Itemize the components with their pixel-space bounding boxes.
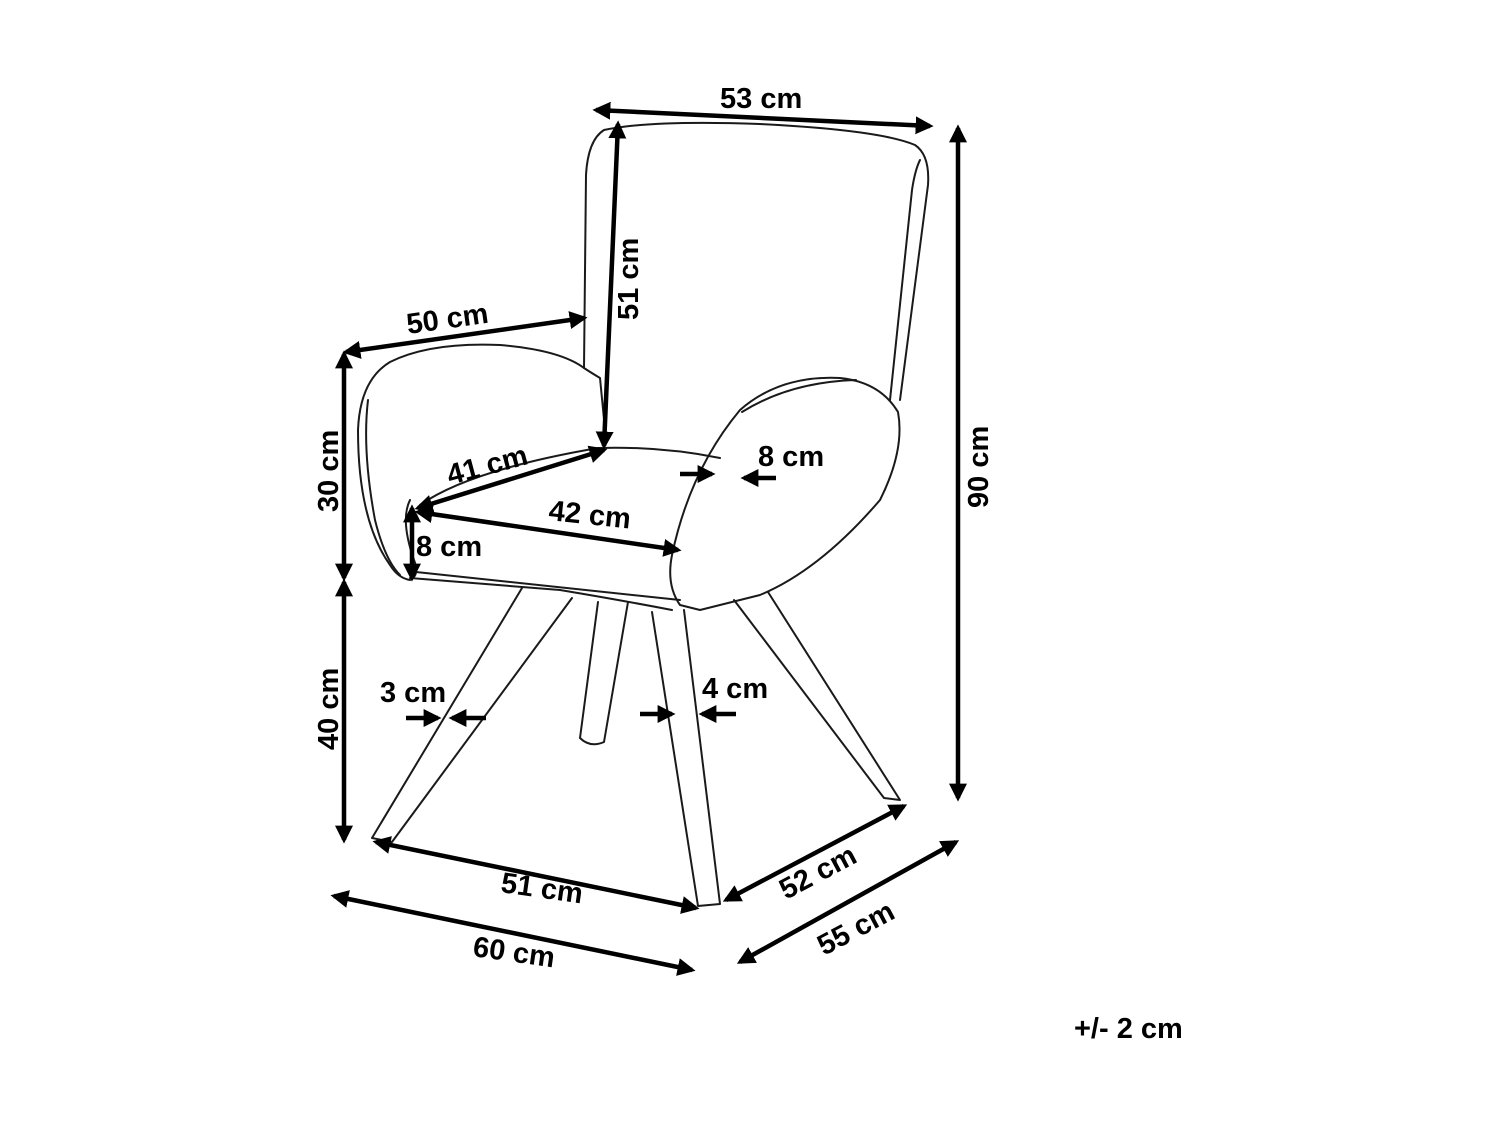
label-seat-thickness: 8 cm (416, 531, 482, 563)
seat-front (415, 571, 681, 601)
dimension-lines (330, 101, 967, 976)
dim-armrest-depth-line (342, 311, 588, 359)
dim-back-height-line (595, 120, 627, 450)
label-leg-width-back: 4 cm (702, 673, 768, 705)
front-left-leg (371, 587, 573, 843)
back-right-leg (733, 591, 901, 801)
label-seat-depth: 41 cm (444, 440, 532, 492)
dim-overall-width-line (330, 890, 696, 976)
dim-seat-width-line (414, 505, 682, 557)
label-seat-height: 40 cm (313, 668, 345, 750)
right-armrest-top (741, 379, 857, 413)
label-total-height: 90 cm (963, 426, 995, 508)
right-armrest (669, 376, 901, 611)
label-leg-width-front: 3 cm (380, 677, 446, 709)
front-right-leg (651, 609, 721, 907)
label-seat-width: 42 cm (547, 495, 632, 535)
chair-illustration (357, 121, 930, 907)
label-back-height: 51 cm (613, 238, 645, 320)
left-armrest-inner (365, 399, 401, 576)
label-armrest-width: 8 cm (758, 441, 824, 473)
label-overall-depth: 55 cm (812, 895, 900, 962)
back-left-leg (579, 601, 629, 746)
label-base-width: 51 cm (499, 867, 585, 910)
dim-overall-depth-line (736, 840, 960, 964)
dim-back-width-line (592, 101, 934, 135)
dimension-labels: 53 cm 51 cm 90 cm 50 cm 30 cm 41 cm 42 c… (313, 83, 1183, 1045)
label-armrest-height: 30 cm (313, 430, 345, 512)
dim-seat-depth-line (414, 445, 608, 513)
label-tolerance: +/- 2 cm (1074, 1013, 1183, 1045)
label-back-width: 53 cm (720, 83, 802, 115)
